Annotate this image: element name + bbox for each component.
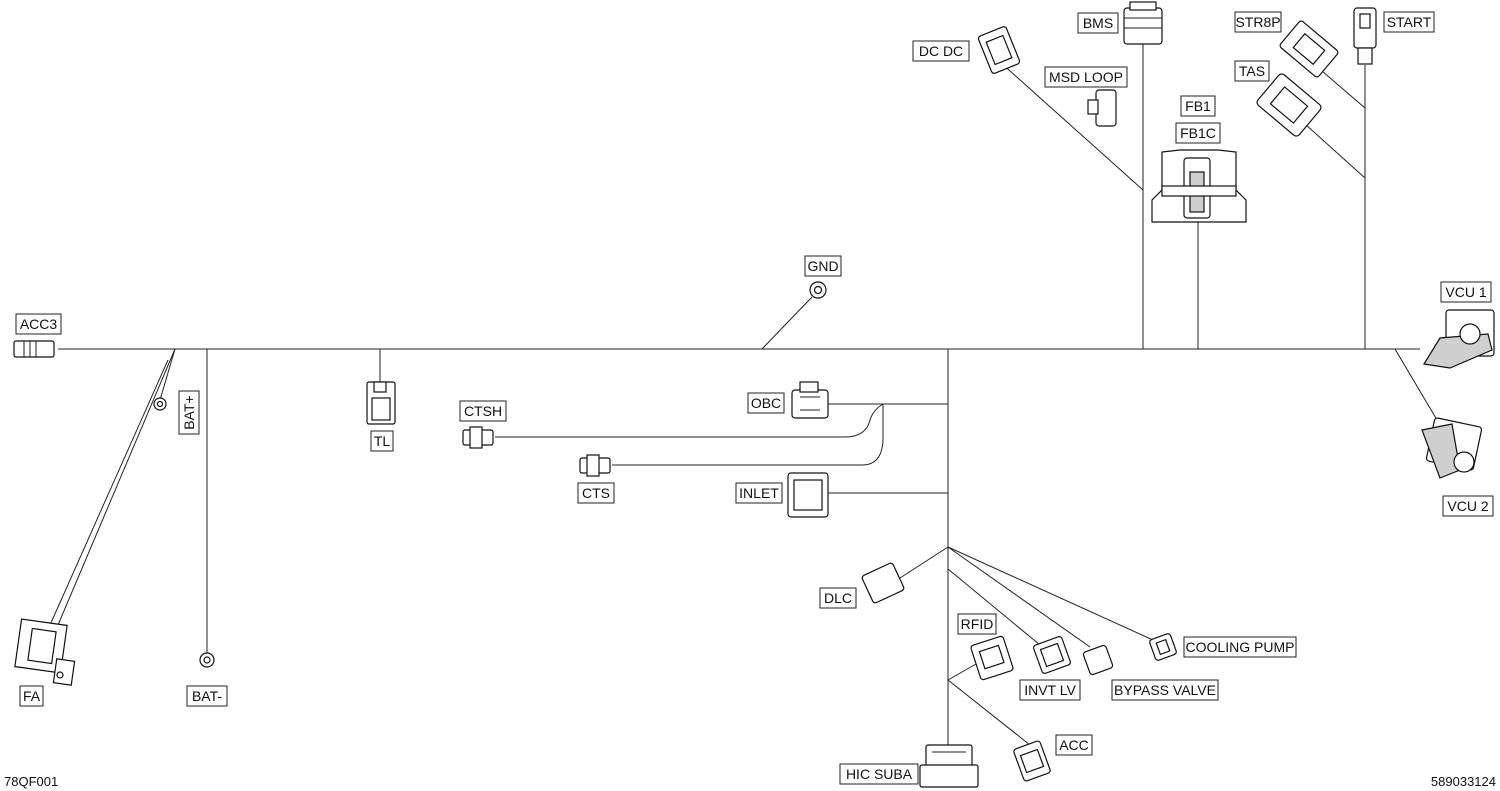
hic-suba-connector xyxy=(919,744,979,788)
fa-wire xyxy=(57,348,176,626)
label-ctsh-text: CTSH xyxy=(464,403,502,419)
cts-wire xyxy=(612,404,884,466)
label-ctsh: CTSH xyxy=(459,400,507,422)
label-gnd-text: GND xyxy=(807,258,838,274)
label-fb1: FB1 xyxy=(1180,95,1216,117)
label-fb1c: FB1C xyxy=(1175,122,1221,144)
ctsh-connector xyxy=(462,426,494,449)
gnd-wire xyxy=(761,296,813,350)
label-vcu2-text: VCU 2 xyxy=(1447,498,1488,514)
acc-wire xyxy=(947,679,1031,746)
label-str8p: STR8P xyxy=(1234,11,1282,33)
part-number-right: 589033124 xyxy=(1431,774,1496,789)
tas-connector xyxy=(1256,73,1322,137)
invt-lv-connector xyxy=(1033,636,1071,674)
vcu2-connector xyxy=(1421,417,1483,479)
label-start-text: START xyxy=(1387,14,1432,30)
label-hic-suba: HIC SUBA xyxy=(839,763,919,785)
label-tl-text: TL xyxy=(374,433,391,449)
str8p-connector xyxy=(1279,20,1339,78)
label-dc-dc-text: DC DC xyxy=(919,43,963,59)
harness-wires xyxy=(49,40,1441,746)
label-vcu1: VCU 1 xyxy=(1440,281,1492,303)
label-bms: BMS xyxy=(1077,12,1119,34)
cooling-pump-connector xyxy=(1149,633,1177,661)
label-msd-loop: MSD LOOP xyxy=(1044,66,1128,88)
fb1c-fuse-block xyxy=(1151,149,1247,223)
dc-dc-wire xyxy=(999,61,1144,191)
ctsh-wire xyxy=(495,403,884,438)
start-connector xyxy=(1353,7,1377,65)
bms-connector xyxy=(1123,1,1163,45)
vcu2-wire xyxy=(1394,348,1441,426)
vcu1-connector xyxy=(1423,309,1495,369)
figure-code-left: 78QF001 xyxy=(4,774,58,789)
label-dlc: DLC xyxy=(819,587,857,609)
inlet-connector xyxy=(787,472,829,518)
label-cts-text: CTS xyxy=(582,485,610,501)
label-inlet: INLET xyxy=(735,482,783,504)
rfid-connector xyxy=(970,635,1014,681)
label-hic-suba-text: HIC SUBA xyxy=(846,766,913,782)
acc3-connector xyxy=(13,340,55,358)
fa-connector xyxy=(14,618,76,686)
label-invt-lv-text: INVT LV xyxy=(1024,682,1076,698)
label-fa-text: FA xyxy=(23,688,41,704)
label-bat-plus: BAT+ xyxy=(178,390,200,435)
tl-connector xyxy=(366,381,396,425)
label-dlc-text: DLC xyxy=(824,590,852,606)
label-bypass-valve-text: BYPASS VALVE xyxy=(1114,682,1216,698)
cooling-pump-wire xyxy=(947,546,1154,641)
label-bat-minus-text: BAT- xyxy=(192,688,222,704)
label-bypass-valve: BYPASS VALVE xyxy=(1111,679,1219,701)
label-bat-plus-text: BAT+ xyxy=(181,395,197,429)
label-dc-dc: DC DC xyxy=(912,40,970,62)
label-acc3: ACC3 xyxy=(15,313,62,335)
label-rfid: RFID xyxy=(957,613,997,635)
label-fb1-text: FB1 xyxy=(1185,98,1211,114)
label-invt-lv: INVT LV xyxy=(1019,679,1081,701)
label-gnd: GND xyxy=(804,255,842,277)
label-cooling-pump: COOLING PUMP xyxy=(1183,636,1297,658)
invt-lv-wire xyxy=(947,568,1041,646)
acc-connector xyxy=(1013,740,1051,782)
gnd-ring-terminal xyxy=(809,281,827,299)
bypass-valve-connector xyxy=(1082,644,1114,676)
bypass-wire xyxy=(947,546,1091,648)
label-vcu1-text: VCU 1 xyxy=(1445,284,1486,300)
label-acc: ACC xyxy=(1055,734,1093,756)
label-start: START xyxy=(1383,11,1435,33)
label-str8p-text: STR8P xyxy=(1235,14,1280,30)
fa-wire-2 xyxy=(49,359,169,626)
bat-plus-wire xyxy=(159,348,176,401)
label-vcu2: VCU 2 xyxy=(1442,495,1494,517)
label-obc-text: OBC xyxy=(751,395,781,411)
str8p-wire xyxy=(1314,64,1366,109)
cts-connector xyxy=(579,454,611,477)
label-cooling-pump-text: COOLING PUMP xyxy=(1186,639,1295,655)
label-cts: CTS xyxy=(577,482,615,504)
dlc-connector xyxy=(861,562,905,604)
bat-plus-ring-terminal xyxy=(153,397,167,411)
bat-minus-ring-terminal xyxy=(199,652,215,668)
obc-connector xyxy=(791,381,829,419)
label-inlet-text: INLET xyxy=(739,485,779,501)
label-bms-text: BMS xyxy=(1083,15,1113,31)
label-tas: TAS xyxy=(1234,60,1270,82)
label-fb1c-text: FB1C xyxy=(1180,125,1216,141)
msd-loop-connector xyxy=(1087,89,1117,127)
label-obc: OBC xyxy=(747,392,785,414)
label-rfid-text: RFID xyxy=(961,616,994,632)
label-fa: FA xyxy=(19,685,44,707)
label-bat-minus: BAT- xyxy=(186,685,228,707)
label-msd-loop-text: MSD LOOP xyxy=(1049,69,1123,85)
dc-dc-connector xyxy=(977,26,1021,74)
dlc-wire xyxy=(899,546,949,579)
label-acc-text: ACC xyxy=(1059,737,1089,753)
label-tas-text: TAS xyxy=(1239,63,1265,79)
label-acc3-text: ACC3 xyxy=(20,316,58,332)
label-tl: TL xyxy=(370,430,394,452)
